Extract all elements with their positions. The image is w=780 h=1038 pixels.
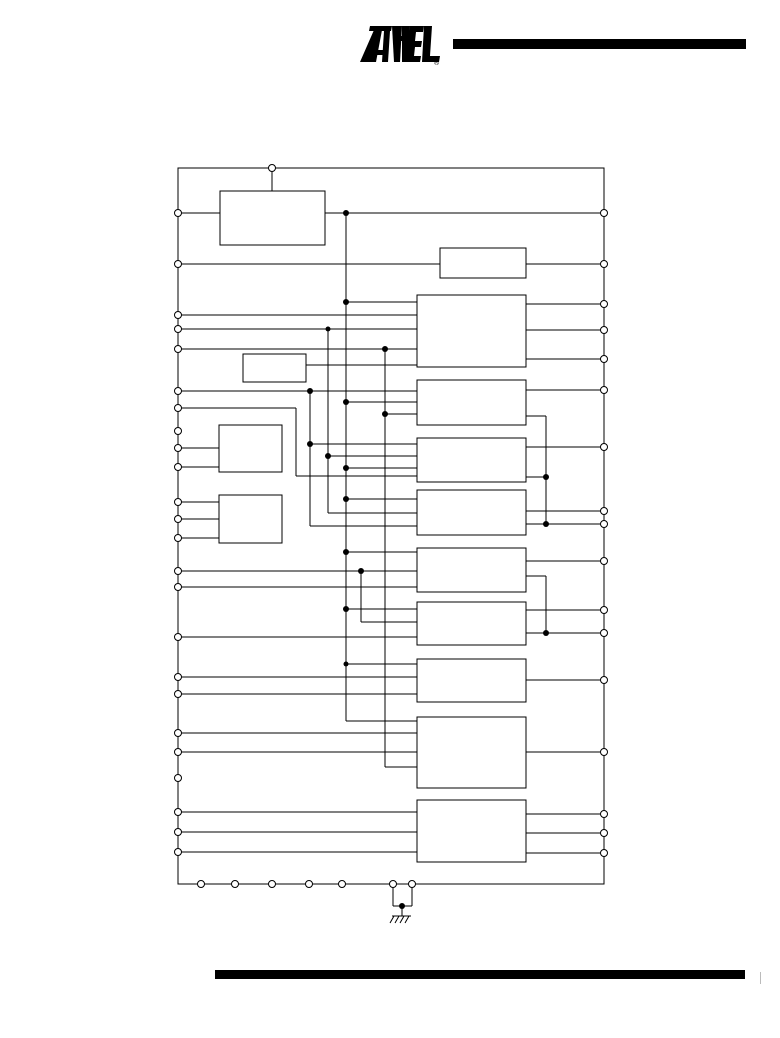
footer-rule xyxy=(215,970,745,979)
logo-registered-mark: ® xyxy=(434,59,440,66)
atmel-logo: ® xyxy=(360,26,440,66)
block-h xyxy=(218,494,283,544)
ground-icon xyxy=(389,915,411,924)
pin-top xyxy=(268,164,276,172)
block-f xyxy=(218,424,283,473)
header-rule xyxy=(453,39,746,49)
block-b xyxy=(439,247,527,279)
page-edge-tick xyxy=(760,972,761,984)
pins xyxy=(174,164,608,888)
block-c xyxy=(416,294,527,368)
page-header: ® xyxy=(0,0,780,90)
block-i xyxy=(416,489,527,536)
block-g xyxy=(416,437,527,483)
junction-dots xyxy=(307,210,549,909)
block-n xyxy=(416,799,527,863)
block-j xyxy=(416,547,527,593)
block-d xyxy=(242,353,307,383)
block-l xyxy=(416,658,527,703)
block-k xyxy=(416,601,527,646)
block-e xyxy=(416,379,527,426)
block-m xyxy=(416,716,527,789)
block-regulator xyxy=(219,190,326,246)
